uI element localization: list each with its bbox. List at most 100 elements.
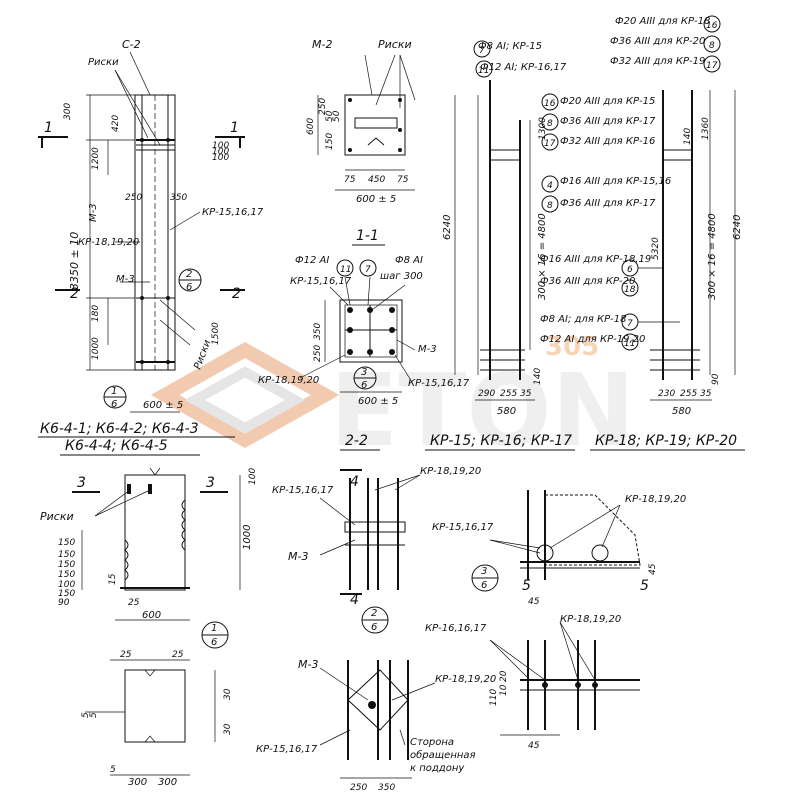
svg-text:1: 1 bbox=[211, 623, 217, 634]
dim-1000: 1000 bbox=[91, 337, 101, 360]
svg-text:140: 140 bbox=[683, 128, 693, 145]
svg-text:2: 2 bbox=[186, 269, 192, 280]
svg-text:4: 4 bbox=[350, 474, 359, 490]
dim-kr15-580: 580 bbox=[497, 406, 516, 417]
bar-label-11: Ф12 АI; КР-16,17 bbox=[480, 62, 567, 73]
label-m3-node: М-3 bbox=[298, 658, 318, 671]
svg-text:1000: 1000 bbox=[242, 525, 253, 550]
title-k6-line1: К6-4-1; К6-4-2; К6-4-3 bbox=[40, 421, 199, 437]
label-m3-1-1: М-3 bbox=[418, 344, 437, 355]
dim-kr18-580: 580 bbox=[672, 406, 691, 417]
svg-text:25: 25 bbox=[120, 650, 132, 660]
svg-text:1300: 1300 bbox=[538, 117, 548, 140]
dim-1-1-600: 600 ± 5 bbox=[358, 396, 398, 407]
svg-text:4: 4 bbox=[350, 592, 359, 608]
dim-250: 250 bbox=[125, 193, 142, 203]
section-mark-3-left: 3 bbox=[77, 475, 86, 491]
section-mark-2-right: 2 bbox=[232, 286, 241, 302]
svg-text:6: 6 bbox=[186, 282, 192, 293]
svg-text:5: 5 bbox=[89, 712, 99, 718]
svg-text:250: 250 bbox=[313, 345, 323, 362]
svg-text:90: 90 bbox=[711, 373, 721, 385]
watermark-number: 305 bbox=[545, 332, 599, 362]
svg-text:7: 7 bbox=[627, 319, 633, 329]
svg-text:1360: 1360 bbox=[701, 117, 711, 140]
dim-view3-600: 600 bbox=[142, 610, 161, 621]
label-m2: М-2 bbox=[312, 38, 332, 51]
note-line2: обращенная bbox=[410, 749, 476, 761]
section-mark-1-left: 1 bbox=[44, 120, 53, 136]
label-riski-m2: Риски bbox=[378, 38, 412, 51]
bar-label-8a: Ф36 АIII для КР-17 bbox=[560, 116, 656, 127]
label-m3-upper: М-3 bbox=[116, 274, 135, 285]
svg-text:250: 250 bbox=[350, 783, 367, 793]
label-riski: Риски bbox=[88, 57, 119, 68]
dim-420: 420 bbox=[111, 115, 121, 132]
section-mark-1-right: 1 bbox=[230, 120, 239, 136]
section-mark-3-right: 3 bbox=[206, 475, 215, 491]
svg-text:18: 18 bbox=[624, 285, 636, 295]
label-kr18-node3: КР-18,19,20 bbox=[625, 494, 686, 505]
svg-text:290: 290 bbox=[478, 389, 495, 399]
dim-180: 180 bbox=[91, 305, 101, 322]
svg-text:8: 8 bbox=[709, 41, 715, 51]
svg-text:16: 16 bbox=[706, 21, 718, 31]
svg-text:6240: 6240 bbox=[732, 215, 743, 240]
label-kr15-node: КР-15,16,17 bbox=[256, 744, 318, 755]
svg-text:25: 25 bbox=[172, 650, 184, 660]
title-k6-line2: К6-4-4; К6-4-5 bbox=[65, 438, 168, 454]
svg-text:100: 100 bbox=[58, 580, 75, 590]
svg-text:10: 10 bbox=[499, 684, 509, 696]
node-m3: М-3 КР-18,19,20 КР-15,16,17 Сторона обра… bbox=[256, 658, 496, 793]
svg-text:6: 6 bbox=[361, 380, 367, 391]
svg-text:150: 150 bbox=[58, 589, 75, 599]
svg-text:75: 75 bbox=[344, 175, 356, 185]
svg-text:11: 11 bbox=[624, 339, 635, 349]
dim-100a: 100 bbox=[212, 141, 229, 151]
dim-350: 350 bbox=[170, 193, 187, 203]
svg-text:250: 250 bbox=[318, 98, 328, 115]
label-shag300: шаг 300 bbox=[380, 271, 423, 282]
bar-label-18-8: Ф36 АIII для КР-20 bbox=[610, 36, 705, 47]
svg-text:150: 150 bbox=[58, 550, 75, 560]
label-kr18-19-20: КР-18,19,20 bbox=[78, 237, 139, 248]
label-kr16-node4: КР-16,16,17 bbox=[425, 623, 487, 634]
label-kr18-node4: КР-18,19,20 bbox=[560, 614, 621, 625]
svg-text:6: 6 bbox=[111, 399, 117, 410]
svg-text:6: 6 bbox=[371, 622, 377, 633]
bar-label-16: Ф20 АIII для КР-15 bbox=[560, 96, 655, 107]
svg-text:5320: 5320 bbox=[651, 237, 661, 260]
svg-text:11: 11 bbox=[478, 66, 489, 76]
svg-text:5: 5 bbox=[110, 765, 116, 775]
section-mark-2-left: 2 bbox=[70, 286, 79, 302]
svg-text:150: 150 bbox=[58, 570, 75, 580]
label-kr15b-1-1: КР-15,16,17 bbox=[408, 378, 470, 389]
title-kr15-16-17: КР-15; КР-16; КР-17 bbox=[430, 433, 572, 449]
svg-text:255: 255 bbox=[500, 389, 517, 399]
bar-label-18-11: Ф12 АI для КР-19,20 bbox=[540, 334, 645, 345]
svg-text:45: 45 bbox=[648, 563, 658, 575]
dim-3350: 3350 ± 10 bbox=[68, 232, 81, 290]
svg-text:50: 50 bbox=[325, 110, 335, 122]
label-kr15-node3: КР-15,16,17 bbox=[432, 522, 494, 533]
label-m3-lower: М-3 bbox=[88, 203, 99, 222]
svg-text:300: 300 bbox=[158, 777, 177, 788]
svg-text:15: 15 bbox=[108, 573, 118, 585]
dim-1500: 1500 bbox=[211, 322, 221, 345]
svg-text:50: 50 bbox=[332, 110, 342, 122]
svg-text:150: 150 bbox=[325, 133, 335, 150]
svg-text:35: 35 bbox=[520, 389, 532, 399]
label-kr15-1-1: КР-15,16,17 bbox=[290, 276, 352, 287]
view-3: Риски 3 3 100 1000 150 150 150 150 100 1… bbox=[40, 468, 258, 649]
svg-text:6: 6 bbox=[211, 637, 217, 648]
dim-m2-600-5: 600 ± 5 bbox=[356, 194, 396, 205]
svg-text:300: 300 bbox=[128, 777, 147, 788]
svg-text:30: 30 bbox=[223, 723, 233, 735]
bar-label-18-17: Ф32 АIII для КР-19 bbox=[610, 56, 705, 67]
label-m3-2-2: М-3 bbox=[288, 550, 308, 563]
note-line3: к поддону bbox=[410, 763, 465, 774]
svg-text:300 × 16 = 4800: 300 × 16 = 4800 bbox=[537, 213, 548, 300]
dim-100c: 100 bbox=[212, 153, 229, 163]
